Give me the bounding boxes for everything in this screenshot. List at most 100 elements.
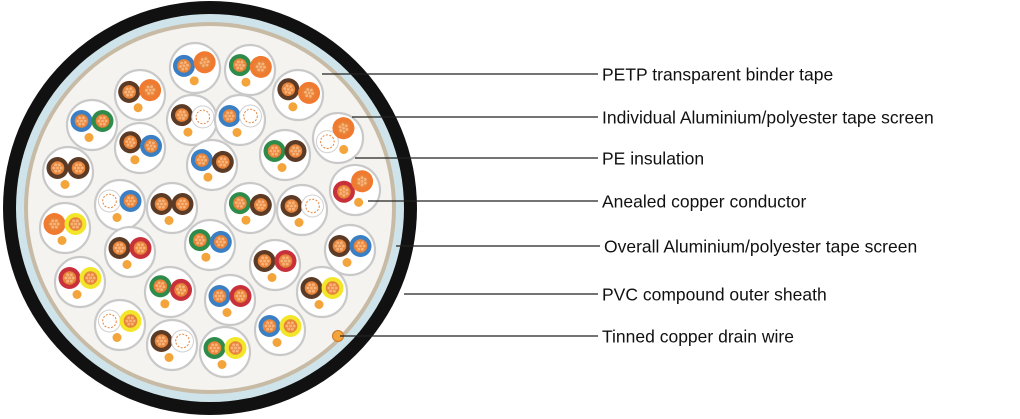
wire-a-strand-5 [226,117,230,121]
wire-b-strand-7 [72,219,76,223]
wire-a-strand-6 [200,235,204,239]
wire-a-strand-4 [311,289,315,293]
wire-b-strand-1 [129,199,132,203]
wire-b-strand-3 [339,129,343,133]
wire-a-strand-5 [271,152,275,156]
wire-a-strand-6 [214,343,218,347]
label-individual-screen: Individual Aluminium/polyester tape scre… [602,108,934,128]
wire-b-strand-2 [262,65,266,69]
wire-b-strand-7 [329,283,333,287]
wire-b-strand-2 [362,244,366,248]
wire-b-strand-6 [204,57,208,61]
wire-b-strand-2 [183,289,187,293]
wire-a-strand-7 [51,219,55,223]
wire-a-strand-2 [71,276,75,280]
wire-a-strand-2 [186,63,190,67]
wire-b-strand-3 [70,222,74,226]
wire-a-strand-3 [264,324,268,328]
wire-b-strand-4 [240,297,244,301]
pair-drain-wire [217,360,227,369]
wire-b-strand-5 [257,68,261,72]
wire-a-strand-7 [127,137,131,141]
wire-b-strand-1 [179,288,183,292]
wire-a-strand-1 [158,284,162,288]
wire-b-strand-7 [87,273,91,277]
wire-a-strand-1 [127,90,131,94]
wire-b-strand-1 [359,244,362,248]
wire-a-strand-7 [180,61,184,65]
wire-b-strand-3 [97,119,101,123]
wire-b-strand-7 [217,237,221,241]
twisted-pairs-group [38,41,382,379]
wire-b-strand-5 [201,64,205,68]
wire-a-strand-4 [119,249,123,253]
pair-drain-wire [160,299,170,309]
wire-b-strand-3 [327,286,331,290]
wire-b-strand-5 [292,152,296,156]
wire-a-strand-5 [308,289,312,293]
wire-a-strand-5 [236,204,240,208]
wire-b-strand-6 [150,85,154,89]
twisted-pair-10 [258,128,312,182]
wire-b-strand-1 [74,222,77,226]
twisted-pair-3 [113,68,167,122]
wire-b-strand-2 [262,203,266,207]
wire-b-strand-6 [360,241,364,245]
wire-b-strand-4 [295,152,299,156]
wire-a-strand-2 [276,149,280,153]
wire-b-strand-2 [311,92,315,96]
wire-a-strand-5 [211,349,215,353]
wire-a-strand-3 [114,246,118,250]
callout-copper-conductor: Anealed copper conductor [368,192,806,212]
pair-drain-wire [130,155,140,165]
wire-a-strand-2 [59,166,63,170]
wire-b-strand-1 [341,126,345,130]
wire-a-strand-4 [291,207,295,211]
wire-b-strand-3 [145,143,149,147]
wire-a-strand-6 [182,110,186,114]
wire-a-strand-4 [339,247,343,251]
wire-b-strand-5 [232,349,236,353]
wire-a-strand-2 [56,222,60,226]
wire-a-strand-7 [54,163,58,167]
wire-a-strand-3 [214,294,218,298]
pair-drain-wire [314,300,324,309]
wire-b-strand-7 [127,316,131,320]
wire-b-strand-5 [257,206,261,210]
wire-a-strand-5 [126,143,130,147]
wire-b-strand-6 [235,343,239,347]
wire-a-strand-3 [334,244,338,248]
wire-a-strand-1 [310,286,313,290]
wire-b-strand-1 [149,144,153,148]
wire-b-strand-1 [203,60,207,64]
twisted-pair-17 [275,183,329,237]
wire-b-strand-2 [224,160,228,164]
wire-b-strand-2 [153,145,157,149]
wire-a-strand-6 [129,87,133,91]
wire-b-strand-3 [285,324,289,328]
wire-b-strand-5 [75,169,79,173]
wire-b-strand-1 [219,240,223,244]
twisted-pair-9 [113,121,167,175]
wire-b-strand-7 [200,57,204,61]
wire-b-strand-7 [99,116,103,120]
wire-a-strand-7 [261,256,265,260]
wire-a-strand-3 [234,201,238,205]
wire-a-strand-2 [241,201,245,205]
wire-b-strand-2 [334,286,338,290]
wire-a-strand-7 [236,60,240,64]
wire-b-strand-2 [292,324,296,328]
wire-b-strand-6 [221,237,225,241]
wire-a-strand-7 [336,241,340,245]
pair-drain-wire [288,102,298,112]
wire-b-strand-2 [184,202,188,206]
wire-b-strand-5 [237,297,241,301]
callout-individual-screen: Individual Aluminium/polyester tape scre… [352,108,934,128]
callout-overall-screen: Overall Aluminium/polyester tape screen [396,237,917,257]
wire-a-strand-4 [219,297,223,301]
wire-b-strand-3 [230,346,234,350]
wire-b-strand-3 [85,276,89,280]
wire-a-strand-2 [131,90,135,94]
wire-b-strand-2 [344,124,348,128]
wire-b-strand-5 [342,130,346,134]
